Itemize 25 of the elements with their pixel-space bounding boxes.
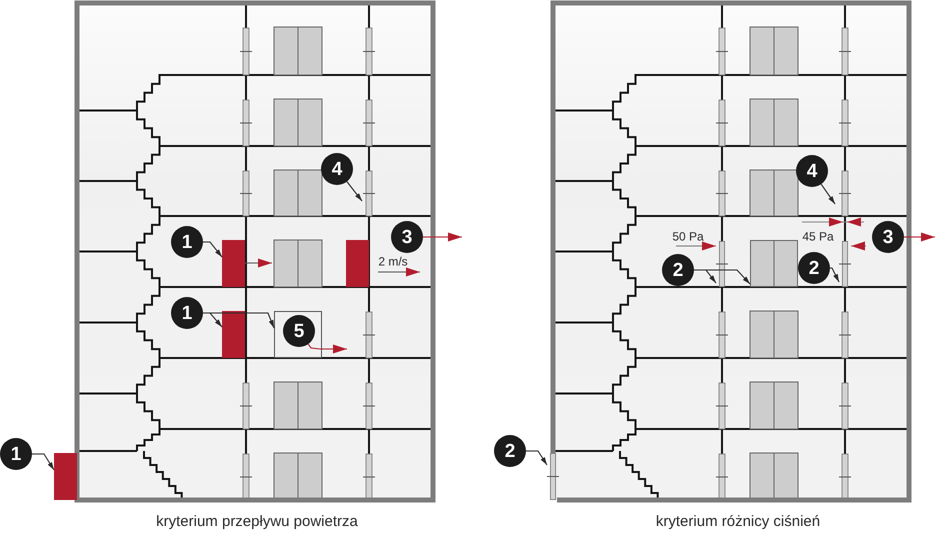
air-supply-unit (54, 453, 77, 500)
leader-arrow (423, 232, 462, 242)
callout-number: 2 (494, 435, 526, 467)
elevator-door (750, 240, 798, 287)
leader-line (32, 453, 54, 470)
door (716, 241, 728, 287)
pressure-label: 45 Pa (802, 230, 834, 244)
pressure-label: 50 Pa (672, 230, 704, 244)
leader-line (694, 269, 750, 284)
leader-line (820, 184, 836, 204)
panel-caption: kryterium różnicy ciśnień (656, 514, 820, 530)
leader-arrow (904, 232, 935, 242)
air-supply-unit (222, 240, 245, 287)
callout-number: 1 (0, 438, 32, 470)
open-elevator-door (274, 311, 322, 358)
air-supply-unit (222, 311, 245, 358)
door (839, 241, 851, 287)
leader-arrow (308, 344, 347, 354)
leader-line (830, 267, 840, 282)
panel-caption: kryterium przepływu powietrza (156, 514, 358, 530)
leader-line (203, 241, 222, 258)
leader-line (526, 450, 548, 466)
door (547, 453, 559, 500)
air-supply-unit (346, 240, 369, 287)
airflow-speed-label: 2 m/s (378, 255, 408, 269)
